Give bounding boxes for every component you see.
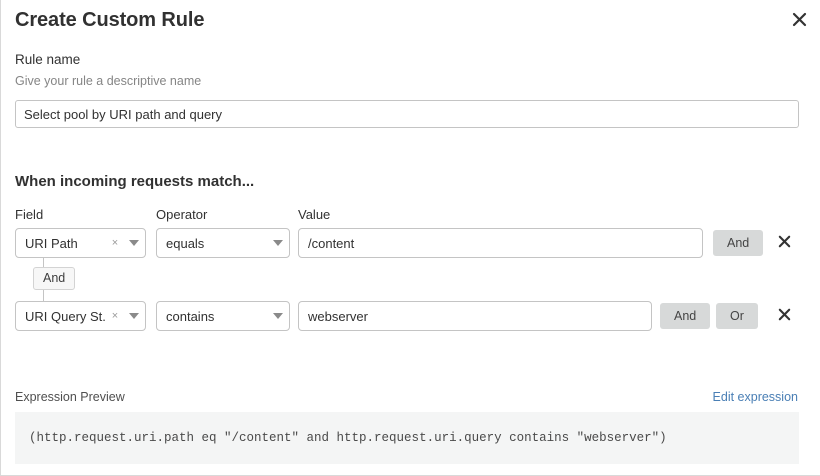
condition-row: URI Path × equals And: [1, 228, 820, 258]
and-button-row1[interactable]: And: [713, 230, 764, 256]
or-button-row2[interactable]: Or: [716, 303, 758, 329]
close-button[interactable]: [786, 6, 812, 32]
operator-select-row2-value: contains: [166, 308, 215, 324]
column-header-value: Value: [298, 207, 331, 222]
expression-preview-box: (http.request.uri.path eq "/content" and…: [15, 412, 799, 464]
delete-icon: [778, 235, 791, 251]
field-select-row2-value: URI Query St...: [25, 308, 107, 324]
match-heading: When incoming requests match...: [15, 173, 255, 190]
connector-and-chip[interactable]: And: [33, 267, 76, 290]
column-header-field: Field: [15, 207, 44, 222]
edit-expression-link[interactable]: Edit expression: [712, 390, 798, 404]
clear-icon[interactable]: ×: [111, 236, 119, 249]
chevron-down-icon: [267, 313, 289, 319]
expression-code: (http.request.uri.path eq "/content" and…: [29, 431, 667, 445]
field-select-row1-value: URI Path: [25, 235, 78, 251]
delete-row-button-row2[interactable]: [774, 306, 794, 326]
operator-select-row1[interactable]: equals: [156, 228, 290, 258]
rule-name-input[interactable]: [15, 100, 799, 128]
operator-select-row1-value: equals: [166, 235, 205, 251]
delete-row-button-row1[interactable]: [774, 233, 794, 253]
value-input-row2[interactable]: [298, 301, 652, 331]
expression-preview-label: Expression Preview: [15, 390, 125, 404]
chevron-down-icon: [123, 313, 145, 319]
delete-icon: [778, 308, 791, 324]
close-icon: [792, 12, 807, 27]
clear-icon[interactable]: ×: [111, 309, 119, 322]
field-select-row1[interactable]: URI Path ×: [15, 228, 146, 258]
column-header-operator: Operator: [156, 207, 208, 222]
dialog-title: Create Custom Rule: [15, 9, 205, 31]
value-input-row1[interactable]: [298, 228, 703, 258]
rule-name-help-text: Give your rule a descriptive name: [15, 74, 202, 88]
chevron-down-icon: [267, 240, 289, 246]
operator-select-row2[interactable]: contains: [156, 301, 290, 331]
condition-row: URI Query St... × contains And Or: [1, 301, 820, 331]
logic-connector: And: [33, 258, 93, 304]
rule-name-label: Rule name: [15, 52, 81, 67]
and-button-row2[interactable]: And: [660, 303, 711, 329]
chevron-down-icon: [123, 240, 145, 246]
field-select-row2[interactable]: URI Query St... ×: [15, 301, 146, 331]
